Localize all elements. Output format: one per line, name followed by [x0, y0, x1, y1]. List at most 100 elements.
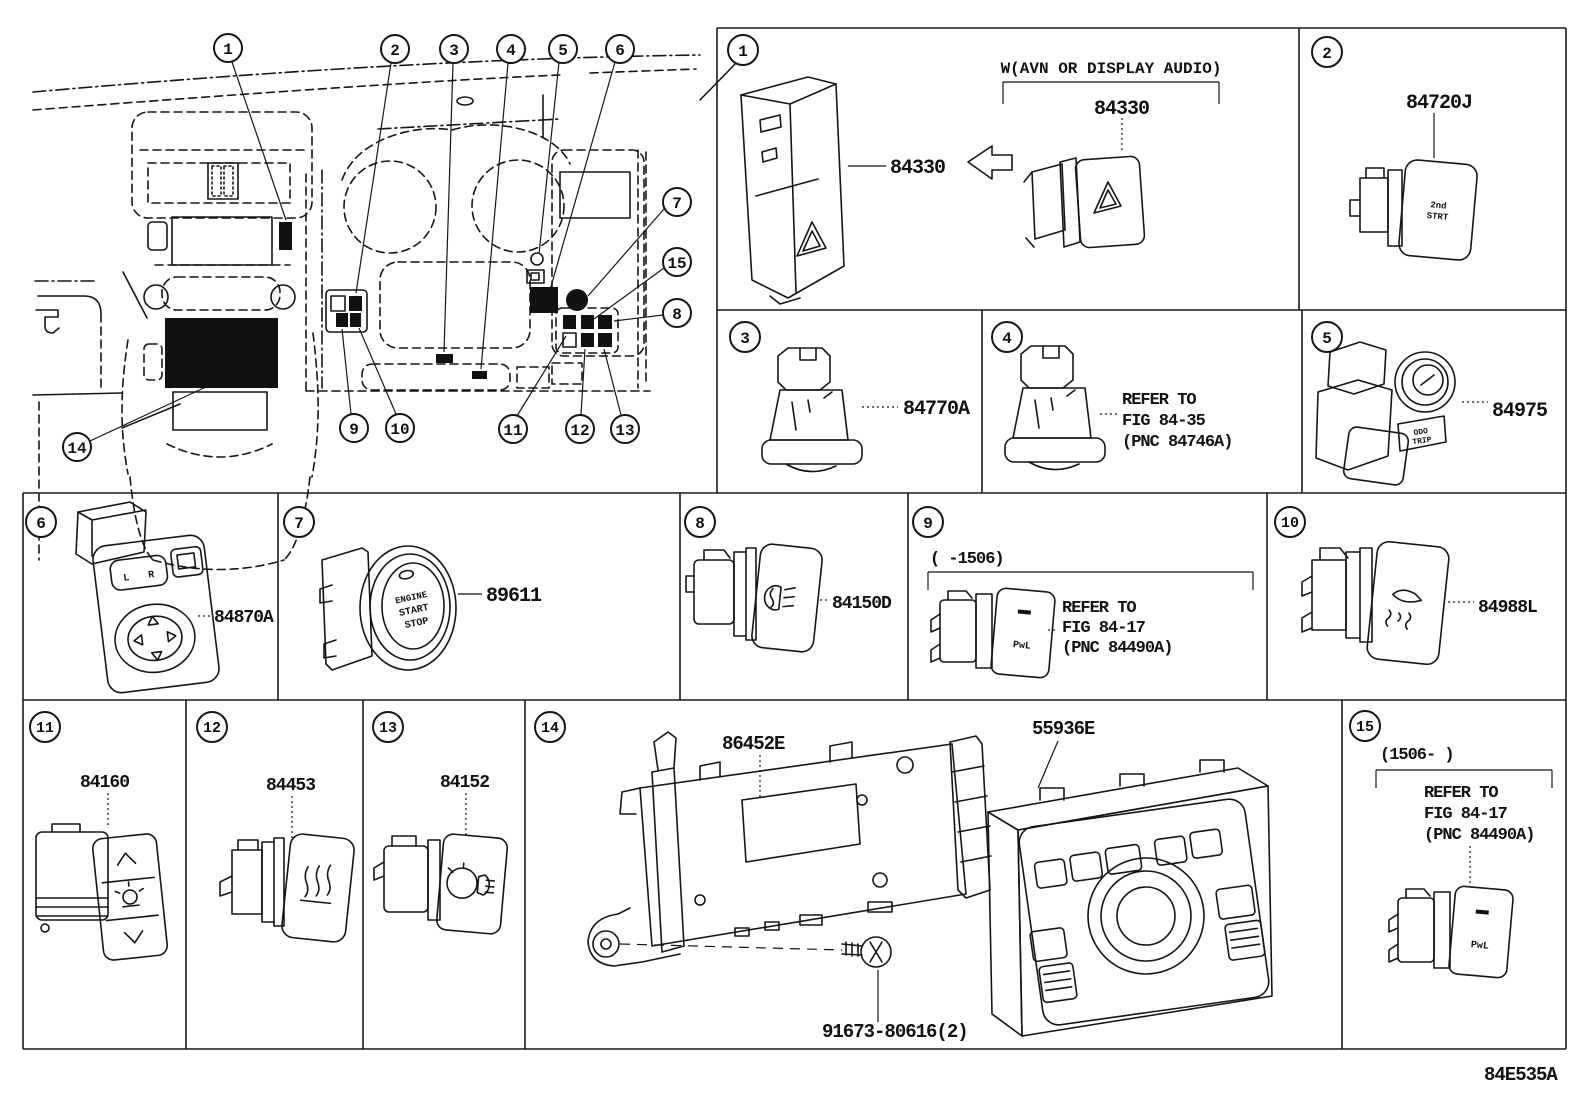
instrument-panel-right — [305, 124, 651, 392]
switch-location-6 — [530, 287, 558, 313]
switch-drawing — [1004, 345, 1106, 471]
arrow-left-icon — [967, 145, 1013, 180]
refer-note-line1: REFER TO — [1062, 599, 1136, 618]
refer-note-line3: (PNC 84746A) — [1122, 433, 1232, 452]
cell-1-number: 1 — [727, 34, 759, 66]
svg-text:R: R — [148, 570, 155, 582]
part-label: 84453 — [266, 776, 315, 796]
odo-trip-switch-drawing: ODO TRIP — [1315, 341, 1456, 486]
svg-text:2: 2 — [390, 42, 400, 60]
svg-text:11: 11 — [36, 720, 54, 737]
part-label: 84988L — [1478, 598, 1537, 618]
figure-code: 84E535A — [1484, 1064, 1558, 1086]
svg-text:14: 14 — [67, 440, 87, 458]
cell-2: 2 84720J 2nd STRT — [1311, 36, 1478, 261]
cell-8: 8 84150D — [684, 506, 893, 653]
part-label: 84330 — [890, 157, 945, 180]
part-label-bracket: 86452E — [722, 733, 785, 755]
part-label-panel: 55936E — [1032, 718, 1095, 740]
mounting-bracket-drawing — [587, 731, 992, 967]
part-label: 84150D — [832, 594, 892, 614]
refer-note-line1: REFER TO — [1424, 784, 1498, 803]
svg-text:8: 8 — [672, 306, 682, 324]
cell-15-number: 15 — [1349, 710, 1381, 742]
svg-text:1: 1 — [223, 41, 233, 59]
svg-text:PwL: PwL — [1012, 640, 1031, 653]
callout-14: 14 — [62, 432, 92, 462]
switch-location-2 — [349, 296, 362, 311]
svg-text:3: 3 — [740, 330, 750, 348]
cell-1: 1 84330 W(AVN OR DISPLAY AUDIO) 84330 — [727, 34, 1221, 305]
svg-text:15: 15 — [667, 255, 686, 273]
svg-text:5: 5 — [1322, 330, 1332, 348]
part-label: 84720J — [1406, 92, 1472, 115]
cell-9: 9 ( -1506) PwL REFER TO FIG 84-17 (PNC 8… — [912, 506, 1254, 679]
svg-text:15: 15 — [1356, 719, 1374, 736]
cell-4-number: 4 — [991, 321, 1023, 353]
svg-text:ODO: ODO — [1413, 427, 1429, 438]
refer-note-line3: (PNC 84490A) — [1424, 826, 1534, 845]
dashboard-overview: 1 2 3 4 5 6 7 15 8 9 10 11 12 13 14 — [32, 33, 742, 571]
pwl-switch-drawing: PwL — [930, 587, 1056, 679]
hazard-switch-avn-drawing — [1023, 155, 1146, 249]
fog-lamp-switch-drawing — [685, 543, 823, 653]
part-label: 84152 — [440, 773, 489, 793]
svg-text:13: 13 — [379, 720, 397, 737]
cell-12-number: 12 — [196, 711, 228, 743]
cell-13: 13 84152 — [372, 711, 509, 935]
cell-3: 3 84770A — [729, 321, 971, 473]
cell-2-number: 2 — [1311, 36, 1343, 68]
dashboard-callouts: 1 2 3 4 5 6 7 15 8 9 10 11 12 13 14 — [62, 33, 692, 462]
switch-location-12 — [581, 333, 594, 347]
callout-6: 6 — [605, 34, 635, 64]
clip-part — [35, 309, 60, 334]
key-cylinder-switch-drawing — [761, 347, 863, 473]
ac-control-panel-drawing — [987, 759, 1273, 1037]
cell-8-number: 8 — [684, 506, 716, 538]
callout-15: 15 — [662, 247, 692, 277]
svg-text:7: 7 — [672, 195, 682, 213]
refer-note-line2: FIG 84-17 — [1062, 619, 1146, 638]
leader-lines — [89, 61, 665, 442]
callout-5: 5 — [548, 34, 578, 64]
callout-4: 4 — [496, 34, 526, 64]
date-range: ( -1506) — [930, 550, 1004, 569]
heater-switch-drawing — [219, 833, 355, 943]
mirror-control-switch-drawing: L R — [75, 501, 220, 694]
svg-text:8: 8 — [695, 515, 705, 533]
cell-5-number: 5 — [1311, 321, 1343, 353]
svg-text:11: 11 — [503, 422, 522, 440]
windshield-line — [32, 54, 701, 93]
callout-8: 8 — [662, 298, 692, 328]
callout-9: 9 — [339, 413, 369, 443]
svg-text:14: 14 — [541, 720, 559, 737]
part-label: 89611 — [486, 585, 542, 608]
svg-text:7: 7 — [294, 515, 304, 533]
switch-location-7 — [566, 289, 588, 311]
vsc-off-switch-drawing — [1301, 540, 1450, 666]
cell-14-number: 14 — [534, 711, 566, 743]
2nd-start-switch-drawing: 2nd STRT — [1349, 159, 1478, 261]
center-stack-left — [121, 111, 319, 571]
cell-10-number: 10 — [1274, 506, 1306, 538]
cell-10: 10 84988L — [1274, 506, 1538, 666]
svg-text:3: 3 — [449, 42, 459, 60]
switch-location-9 — [336, 313, 348, 327]
switch-location-14 — [165, 318, 278, 388]
switch-location-15 — [563, 315, 576, 329]
part-label: 84975 — [1492, 400, 1547, 423]
cell-4: 4 REFER TO FIG 84-35 (PNC 84746A) — [991, 321, 1233, 471]
pwl-switch-drawing: PwL — [1388, 885, 1514, 979]
cell-6: 6 L R 84870A — [25, 501, 275, 694]
engine-start-stop-switch-drawing: ENGINE START STOP — [319, 545, 457, 671]
cell-3-number: 3 — [729, 321, 761, 353]
svg-text:PwL: PwL — [1470, 940, 1489, 953]
gauge-right — [471, 159, 565, 253]
part-label: 84160 — [80, 773, 129, 793]
svg-text:12: 12 — [570, 422, 589, 440]
svg-text:13: 13 — [615, 422, 634, 440]
svg-text:9: 9 — [923, 515, 933, 533]
svg-text:12: 12 — [203, 720, 221, 737]
